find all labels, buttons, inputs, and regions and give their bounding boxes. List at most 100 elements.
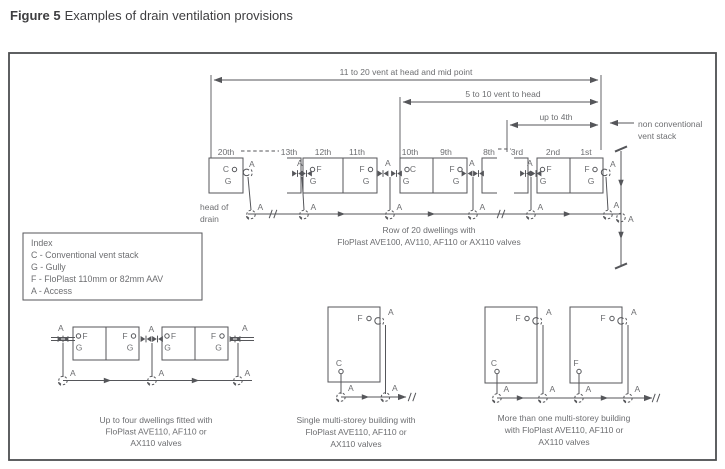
building-1-pipes: [496, 325, 544, 394]
main-drain-run: A A A A A A A head of drain: [200, 200, 634, 224]
marker-G: G: [225, 176, 232, 186]
marker-A: A: [480, 202, 486, 212]
marker-G: G: [310, 176, 317, 186]
air-admittance-valve-icon: [519, 169, 532, 178]
dwelling-2: [105, 326, 140, 361]
diagram-border: [8, 52, 717, 461]
marker-A: A: [385, 158, 391, 168]
marker-C: C: [410, 164, 416, 174]
index-item-floplast: F - FloPlast 110mm or 82mm AAV: [31, 274, 163, 284]
multiple-multi-caption-line2: with FloPlast AVE110, AF110 or: [504, 425, 624, 435]
flow-arrow-icon: [361, 394, 370, 400]
house-label-3rd: 3rd: [511, 147, 524, 157]
access-fitting-icon: [374, 317, 385, 326]
house-label-11th: 11th: [349, 147, 365, 157]
marker-A: A: [550, 384, 556, 394]
marker-C: C: [491, 358, 497, 368]
marker-C: C: [223, 164, 229, 174]
marker-F: F: [357, 313, 362, 323]
marker-G: G: [76, 343, 83, 353]
house-label-1st: 1st: [580, 147, 592, 157]
flow-arrow-icon: [516, 395, 525, 401]
index-title: Index: [31, 238, 53, 248]
marker-A: A: [245, 368, 251, 378]
pipe-inlet: [609, 315, 615, 322]
vent-stack-pipe: [614, 145, 628, 270]
marker-F: F: [122, 331, 127, 341]
index-item-gully: G - Gully: [31, 262, 66, 272]
pipe-inlet: [219, 333, 225, 339]
marker-A: A: [397, 202, 403, 212]
dim-label-11-20: 11 to 20 vent at head and mid point: [340, 67, 473, 77]
marker-A: A: [297, 158, 303, 168]
pipe-inlet: [309, 166, 316, 173]
pipe-inlet: [164, 333, 170, 339]
figure-number: Figure 5: [10, 8, 61, 23]
house-label-10th: 10th: [402, 147, 419, 157]
multiple-multi-caption-line1: More than one multi-storey building: [498, 413, 631, 423]
marker-F: F: [82, 331, 87, 341]
marker-A: A: [242, 323, 248, 333]
marker-F: F: [546, 164, 551, 174]
access-point-icon: [602, 209, 613, 220]
head-of-drain-label-line2: drain: [200, 214, 219, 224]
marker-A: A: [348, 383, 354, 393]
marker-A: A: [527, 158, 533, 168]
pipe-inlet: [231, 166, 238, 173]
marker-G: G: [453, 176, 460, 186]
air-admittance-valve-icon: [151, 335, 164, 343]
pipe-inlet: [404, 166, 410, 173]
marker-A: A: [538, 202, 544, 212]
callout-line1: non conventional: [638, 119, 702, 129]
air-admittance-valve-icon: [461, 169, 473, 178]
marker-A: A: [70, 368, 76, 378]
marker-A: A: [258, 202, 264, 212]
access-point-icon: [245, 209, 256, 220]
marker-A: A: [311, 202, 317, 212]
dimension-extension-lines: [210, 75, 602, 158]
pipe-inlet: [576, 368, 582, 375]
house-20th: [208, 157, 244, 194]
marker-A: A: [249, 159, 255, 169]
house-13th-partial: [287, 157, 302, 194]
marker-A: A: [504, 384, 510, 394]
access-point-icon: [384, 209, 395, 220]
marker-G: G: [215, 343, 222, 353]
building-2: [569, 306, 623, 384]
callout-line2: vent stack: [638, 131, 677, 141]
single-multi-caption-line1: Single multi-storey building with: [296, 415, 415, 425]
drop-pipe: [301, 176, 305, 211]
pipe-inlet: [366, 315, 372, 322]
drop-pipe: [605, 176, 609, 211]
marker-F: F: [171, 331, 176, 341]
row-caption-line1: Row of 20 dwellings with: [382, 225, 475, 235]
marker-G: G: [540, 176, 547, 186]
pipe-break-icon: [407, 392, 417, 402]
four-dwellings-caption-line3: AX110 valves: [130, 438, 181, 448]
flow-arrow-icon: [618, 231, 624, 240]
marker-C: C: [336, 358, 342, 368]
house-label-2nd: 2nd: [546, 147, 560, 157]
marker-A: A: [469, 158, 475, 168]
house-label-12th: 12th: [315, 147, 332, 157]
house-11th: [342, 157, 378, 194]
pipe-inlet: [338, 368, 344, 375]
building: [327, 306, 381, 383]
single-multi-caption-line3: AX110 valves: [330, 439, 381, 449]
flow-arrow-icon: [103, 377, 112, 384]
pipe-inlet: [130, 333, 137, 339]
flow-arrow-icon: [427, 211, 436, 217]
air-admittance-valve-icon: [57, 335, 69, 343]
building-2-pipes: [578, 325, 629, 394]
head-of-drain-label-line1: head of: [200, 202, 229, 212]
marker-A: A: [392, 383, 398, 393]
marker-F: F: [316, 164, 321, 174]
house-label-8th: 8th: [483, 147, 495, 157]
drop-pipe: [247, 176, 252, 211]
marker-A: A: [58, 323, 64, 333]
flow-arrow-icon: [191, 377, 200, 384]
dim-label-up-to-4th: up to 4th: [539, 112, 572, 122]
figure-title-text: Examples of drain ventilation provisions: [64, 8, 293, 23]
marker-G: G: [588, 176, 595, 186]
